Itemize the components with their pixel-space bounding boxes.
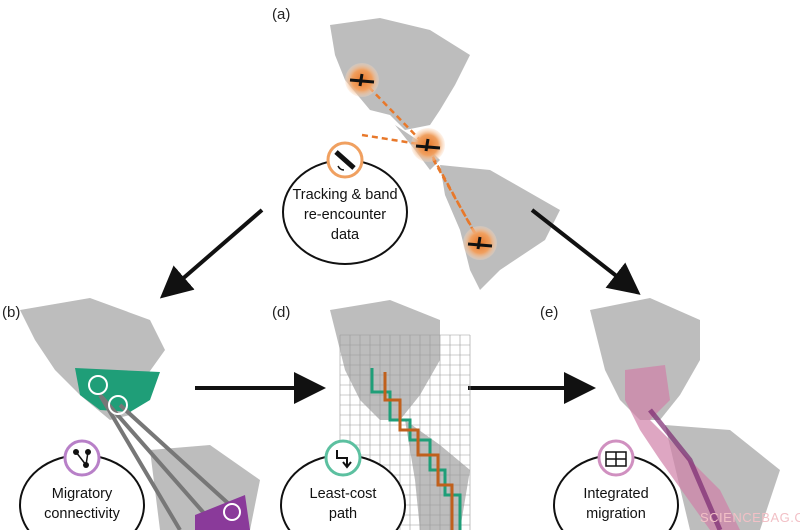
least-cost-path-green	[370, 368, 462, 530]
breeding-region	[75, 368, 160, 412]
text-line: Tracking & band	[292, 187, 398, 203]
text-line: Least-cost	[309, 486, 377, 502]
map-americas-a	[330, 18, 560, 290]
text-line: Migratory	[51, 486, 113, 502]
path-arrow-icon	[336, 450, 352, 469]
text-line: re-encounter	[303, 207, 387, 223]
migration-density	[625, 365, 740, 530]
bird-location-markers	[345, 63, 497, 260]
satellite-icon	[334, 150, 356, 171]
least-cost-path-orange	[383, 372, 454, 530]
text-line: path	[328, 506, 358, 522]
panel-label-e: (e)	[540, 304, 559, 321]
panel-label-d: (d)	[272, 304, 291, 321]
integrated-migration-text: Integrated migration	[554, 484, 678, 524]
text-line: data	[330, 227, 360, 243]
wintering-region	[195, 495, 250, 530]
panel-label-b: (b)	[2, 304, 21, 321]
tracking-data-text: Tracking & band re-encounter data	[283, 185, 407, 245]
text-line: Integrated	[583, 486, 649, 502]
arrow-a-to-e	[530, 208, 641, 295]
connectivity-text: Migratory connectivity	[20, 484, 144, 524]
least-cost-text: Least-cost path	[281, 484, 405, 524]
network-nodes-icon	[73, 449, 91, 468]
text-line: migration	[586, 506, 646, 522]
panel-label-a: (a)	[272, 6, 291, 23]
watermark: SCIENCEBAG.COM	[700, 510, 800, 525]
puzzle-icon	[605, 451, 627, 467]
arrow-a-to-b	[159, 208, 264, 299]
text-line: connectivity	[44, 506, 120, 522]
